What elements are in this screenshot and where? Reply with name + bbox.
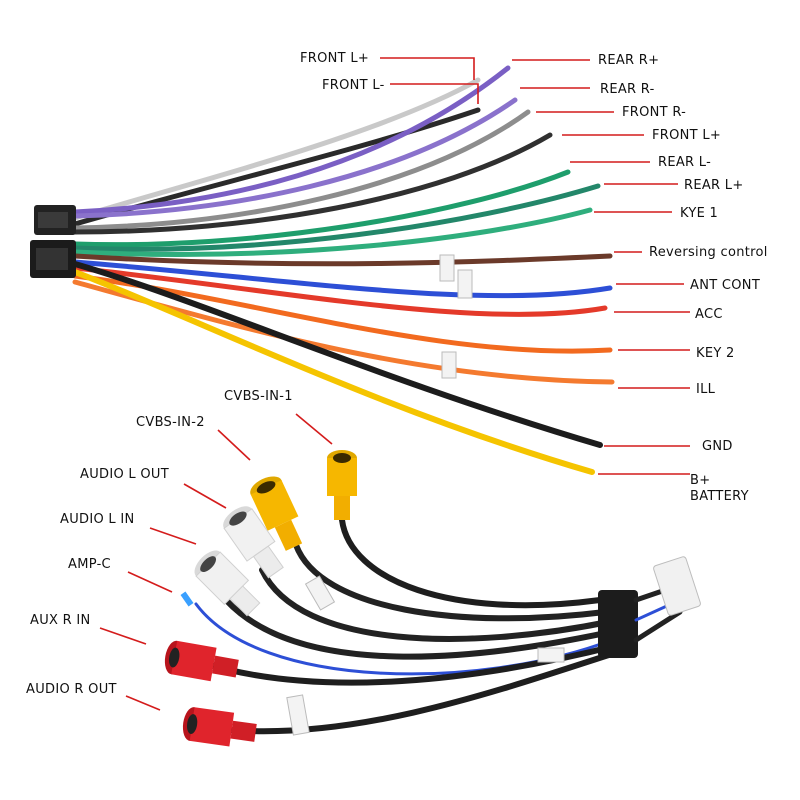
rca-harness-wires: [194, 517, 701, 736]
rca-leader-lines: [99, 413, 333, 711]
cable-audio-l-in: [223, 597, 613, 660]
wire-red-acc: [72, 265, 608, 317]
label-cvbs-in-2: CVBS-IN-2: [136, 415, 205, 430]
white-multi-pin-plug: [653, 556, 701, 616]
label-front-l-plus: FRONT L+: [300, 51, 369, 66]
label-b-plus: B+: [690, 473, 710, 488]
label-rear-r-minus: REAR R-: [600, 82, 655, 97]
wire-black-front-l-plus-2: [72, 132, 553, 235]
rca-labels: CVBS-IN-1 CVBS-IN-2 AUDIO L OUT AUDIO L …: [26, 389, 293, 697]
label-ill: ILL: [696, 382, 716, 397]
wire-yellow-battery: [72, 269, 595, 475]
wire-label-sleeve: [441, 351, 457, 379]
cable-audio-l-out: [259, 567, 611, 642]
label-audio-r-out: AUDIO R OUT: [26, 682, 117, 697]
label-audio-l-in: AUDIO L IN: [60, 512, 135, 527]
cable-cvbs-in-2: [293, 542, 608, 622]
iso-connector-block: [30, 205, 76, 278]
label-gnd: GND: [702, 439, 733, 454]
label-reversing-control: Reversing control: [649, 245, 768, 260]
wire-purple-rear-r-minus: [72, 97, 518, 219]
wire-green-kye1: [72, 207, 593, 257]
power-harness-wires: [72, 65, 615, 475]
label-battery: BATTERY: [690, 489, 749, 504]
wire-label-sleeve: [457, 269, 473, 299]
power-leader-lines: [380, 57, 690, 475]
cable-audio-r-out: [227, 649, 621, 735]
cable-cvbs-in-1: [339, 517, 603, 609]
wire-blue-ant-cont: [72, 259, 613, 299]
label-key-2: KEY 2: [696, 346, 735, 361]
label-front-l-minus: FRONT L-: [322, 78, 385, 93]
rca-plug-audio-l-out: [223, 506, 284, 579]
label-acc: ACC: [695, 307, 723, 322]
rca-bundle-connector: [598, 590, 638, 658]
label-front-l-plus-2: FRONT L+: [652, 128, 721, 143]
power-labels: FRONT L+ FRONT L- REAR R+ REAR R- FRONT …: [300, 51, 768, 504]
label-audio-l-out: AUDIO L OUT: [80, 467, 169, 482]
wire-purple-rear-r-plus: [72, 65, 511, 215]
label-aux-r-in: AUX R IN: [30, 613, 91, 628]
wire-brown-reversing: [72, 253, 613, 267]
wire-gray-front-r-minus: [72, 109, 531, 231]
label-amp-c: AMP-C: [68, 557, 111, 572]
wire-black-gnd: [72, 261, 603, 448]
label-kye-1: KYE 1: [680, 206, 718, 221]
label-front-r-minus: FRONT R-: [622, 105, 686, 120]
amp-c-wire-tip: [180, 591, 194, 607]
wire-green-rear-l-minus: [72, 169, 571, 248]
wire-label-sleeve: [439, 254, 455, 282]
rca-plug-cvbs-in-2: [250, 476, 303, 551]
label-rear-l-minus: REAR L-: [658, 155, 711, 170]
label-rear-l-plus: REAR L+: [684, 178, 744, 193]
wire-green-rear-l-plus: [72, 183, 601, 252]
rca-plug-aux-r-in: [164, 640, 239, 682]
rca-plug-audio-r-out: [182, 707, 257, 747]
label-cvbs-in-1: CVBS-IN-1: [224, 389, 293, 404]
rca-plug-cvbs-in-1: [327, 450, 357, 520]
rca-plug-audio-l-in: [194, 550, 261, 617]
label-ant-cont: ANT CONT: [690, 278, 760, 293]
wire-gray-front-l-plus: [72, 77, 481, 221]
rca-plugs: [164, 450, 357, 747]
label-rear-r-plus: REAR R+: [598, 53, 659, 68]
